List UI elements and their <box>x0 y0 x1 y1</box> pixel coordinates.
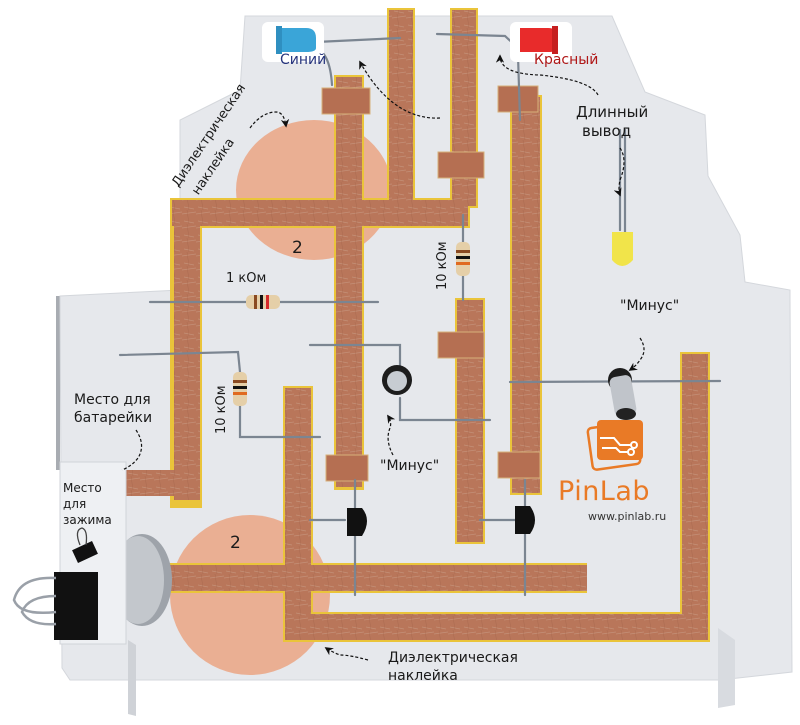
label-clip-place-line2: для <box>63 497 87 511</box>
resistor-1k <box>246 295 280 309</box>
label-long-lead-line2: вывод <box>582 122 632 140</box>
resistor-10k-left <box>233 372 247 406</box>
label-clip-place-line3: зажима <box>63 513 112 527</box>
copper-patches <box>321 85 541 482</box>
board-left-stand <box>128 640 136 716</box>
label-minus-center: "Минус" <box>380 458 440 474</box>
binder-clip <box>12 572 98 640</box>
label-clip-place-line1: Место <box>63 481 102 495</box>
resistor-10k-right <box>456 242 470 276</box>
trace-top-horizontal <box>172 200 468 226</box>
pinlab-logo-icon <box>586 420 643 471</box>
board-right-fold <box>718 628 735 708</box>
label-minus-right: "Минус" <box>620 298 680 314</box>
led-blue <box>262 22 324 62</box>
label-dielectric-bottom-line2: наклейка <box>388 668 458 684</box>
label-long-lead-line1: Длинный <box>576 103 649 121</box>
dielectric-number-bottom: 2 <box>230 533 241 553</box>
capacitor-center <box>382 365 412 395</box>
trace-left-vertical <box>174 200 200 500</box>
trace-left-foot <box>124 470 200 496</box>
trace-far-right-vertical <box>682 354 708 640</box>
trace-bottom-left-vertical <box>285 388 311 640</box>
copper-traces <box>124 10 708 640</box>
led-yellow <box>612 232 633 266</box>
board-shadow-edge <box>56 296 60 470</box>
label-resistor-10k-left: 10 кОм <box>214 385 229 434</box>
trace-bottom-horizontal <box>289 614 708 640</box>
trace-right-vertical <box>512 97 540 493</box>
trace-center-vertical <box>336 77 362 487</box>
transistor-left <box>347 508 367 536</box>
label-led-blue: Синий <box>280 52 327 68</box>
label-dielectric-bottom-line1: Диэлектрическая <box>388 650 518 666</box>
dielectric-sticker-top <box>236 120 392 260</box>
label-battery-place-line2: батарейки <box>74 410 153 426</box>
label-battery-place-line1: Место для <box>74 392 151 408</box>
label-led-red: Красный <box>534 52 599 68</box>
trace-top-mid-1 <box>389 10 413 210</box>
brand-name: PinLab <box>558 476 651 507</box>
trace-battery-horizontal <box>150 565 587 591</box>
capacitor-right <box>608 368 637 420</box>
annotation-arrows <box>121 54 645 661</box>
led-red <box>510 22 572 62</box>
label-resistor-1k: 1 кОм <box>226 271 267 286</box>
transistor-right <box>515 506 535 534</box>
label-resistor-10k-right: 10 кОм <box>435 241 450 290</box>
brand-url: www.pinlab.ru <box>588 510 667 523</box>
dielectric-number-top: 2 <box>292 238 303 258</box>
binder-clip-icon-small <box>72 527 98 563</box>
